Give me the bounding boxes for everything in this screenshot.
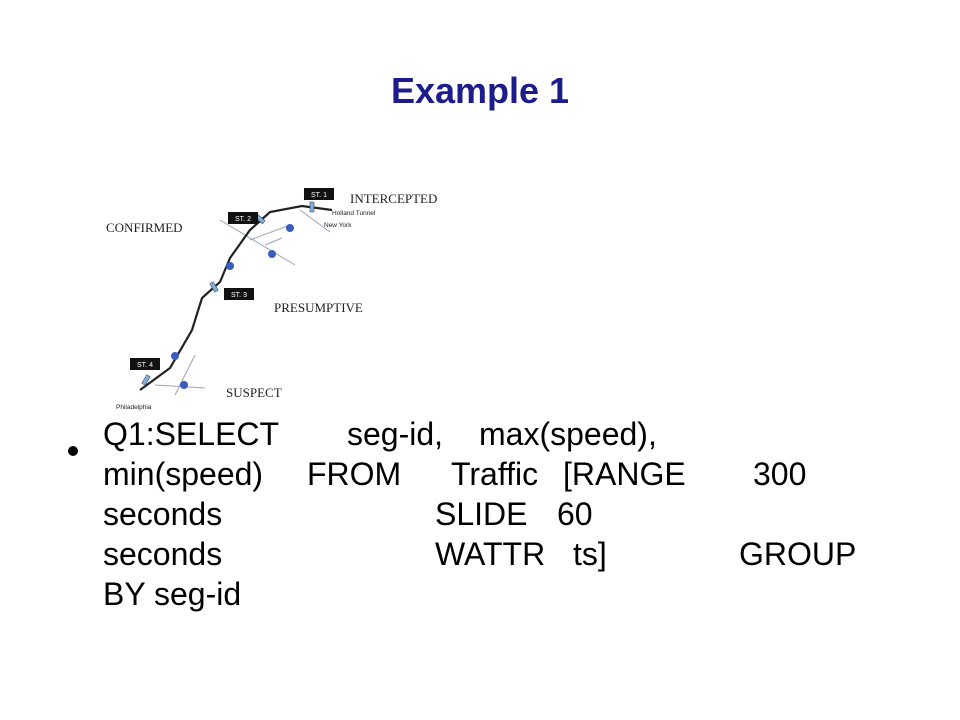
side-road bbox=[299, 209, 331, 233]
query-token: seconds bbox=[103, 496, 223, 532]
query-token: GROUP bbox=[739, 536, 857, 572]
station-badge bbox=[130, 358, 160, 370]
station-label: ST. 3 bbox=[231, 292, 247, 299]
query-token: max(speed), bbox=[479, 416, 657, 452]
query-token: SLIDE bbox=[435, 496, 528, 532]
interstate-shield-icon bbox=[180, 381, 188, 389]
station-badge bbox=[224, 288, 254, 300]
sensor-marker bbox=[141, 374, 151, 386]
side-road bbox=[154, 384, 206, 389]
station-label: ST. 2 bbox=[235, 216, 251, 223]
query-token: seconds bbox=[103, 536, 223, 572]
station-badge bbox=[228, 212, 258, 224]
sensor-marker bbox=[209, 281, 219, 293]
route-map: ST. 1 ST. 2 ST. 3 ST. 4 INTERCEPTED CONF… bbox=[100, 180, 480, 420]
query-line: seconds SLIDE 60 bbox=[103, 494, 873, 534]
query-line: min(speed) FROM Traffic [RANGE 300 bbox=[103, 454, 873, 494]
query-token: min(speed) bbox=[103, 456, 264, 492]
side-road bbox=[249, 224, 291, 241]
side-road bbox=[219, 219, 296, 266]
slide-title: Example 1 bbox=[390, 70, 570, 111]
side-road bbox=[264, 237, 283, 246]
bullet-icon bbox=[68, 446, 78, 456]
query-token: FROM bbox=[307, 456, 402, 492]
query-token: seg-id, bbox=[347, 416, 444, 452]
place-label-new-york: New York bbox=[324, 222, 352, 229]
interstate-shield-icon bbox=[286, 224, 294, 232]
status-label-presumptive: PRESUMPTIVE bbox=[274, 300, 363, 315]
side-road bbox=[174, 354, 196, 396]
route-map-graphic: ST. 1 ST. 2 ST. 3 ST. 4 INTERCEPTED CONF… bbox=[106, 188, 437, 411]
query-token: [RANGE bbox=[563, 456, 686, 492]
query-token: WATTR bbox=[435, 536, 546, 572]
status-label-suspect: SUSPECT bbox=[226, 385, 282, 400]
query-line: BY seg-id bbox=[103, 574, 873, 614]
sensor-marker bbox=[309, 201, 315, 213]
query-token: 300 bbox=[753, 456, 807, 492]
interstate-shield-icon bbox=[268, 250, 276, 258]
query-token: BY seg-id bbox=[103, 576, 242, 612]
query-token: Traffic bbox=[451, 456, 539, 492]
station-label: ST. 4 bbox=[137, 362, 153, 369]
interstate-shield-icon bbox=[226, 262, 234, 270]
query-text: Q1:SELECT seg-id, max(speed), min(speed)… bbox=[103, 414, 873, 614]
place-label-tunnel: Holland Tunnel bbox=[332, 210, 376, 217]
interstate-shield-icon bbox=[171, 352, 179, 360]
status-label-intercepted: INTERCEPTED bbox=[350, 191, 437, 206]
query-token: 60 bbox=[557, 496, 593, 532]
station-label: ST. 1 bbox=[311, 192, 327, 199]
status-label-confirmed: CONFIRMED bbox=[106, 220, 183, 235]
query-token: Q1:SELECT bbox=[103, 416, 280, 452]
station-badge bbox=[304, 188, 334, 200]
place-label-philadelphia: Philadelphia bbox=[116, 404, 152, 411]
highway-route bbox=[139, 204, 333, 391]
query-token: ts] bbox=[573, 536, 607, 572]
query-line: Q1:SELECT seg-id, max(speed), bbox=[103, 414, 873, 454]
query-line: seconds WATTR ts] GROUP bbox=[103, 534, 873, 574]
